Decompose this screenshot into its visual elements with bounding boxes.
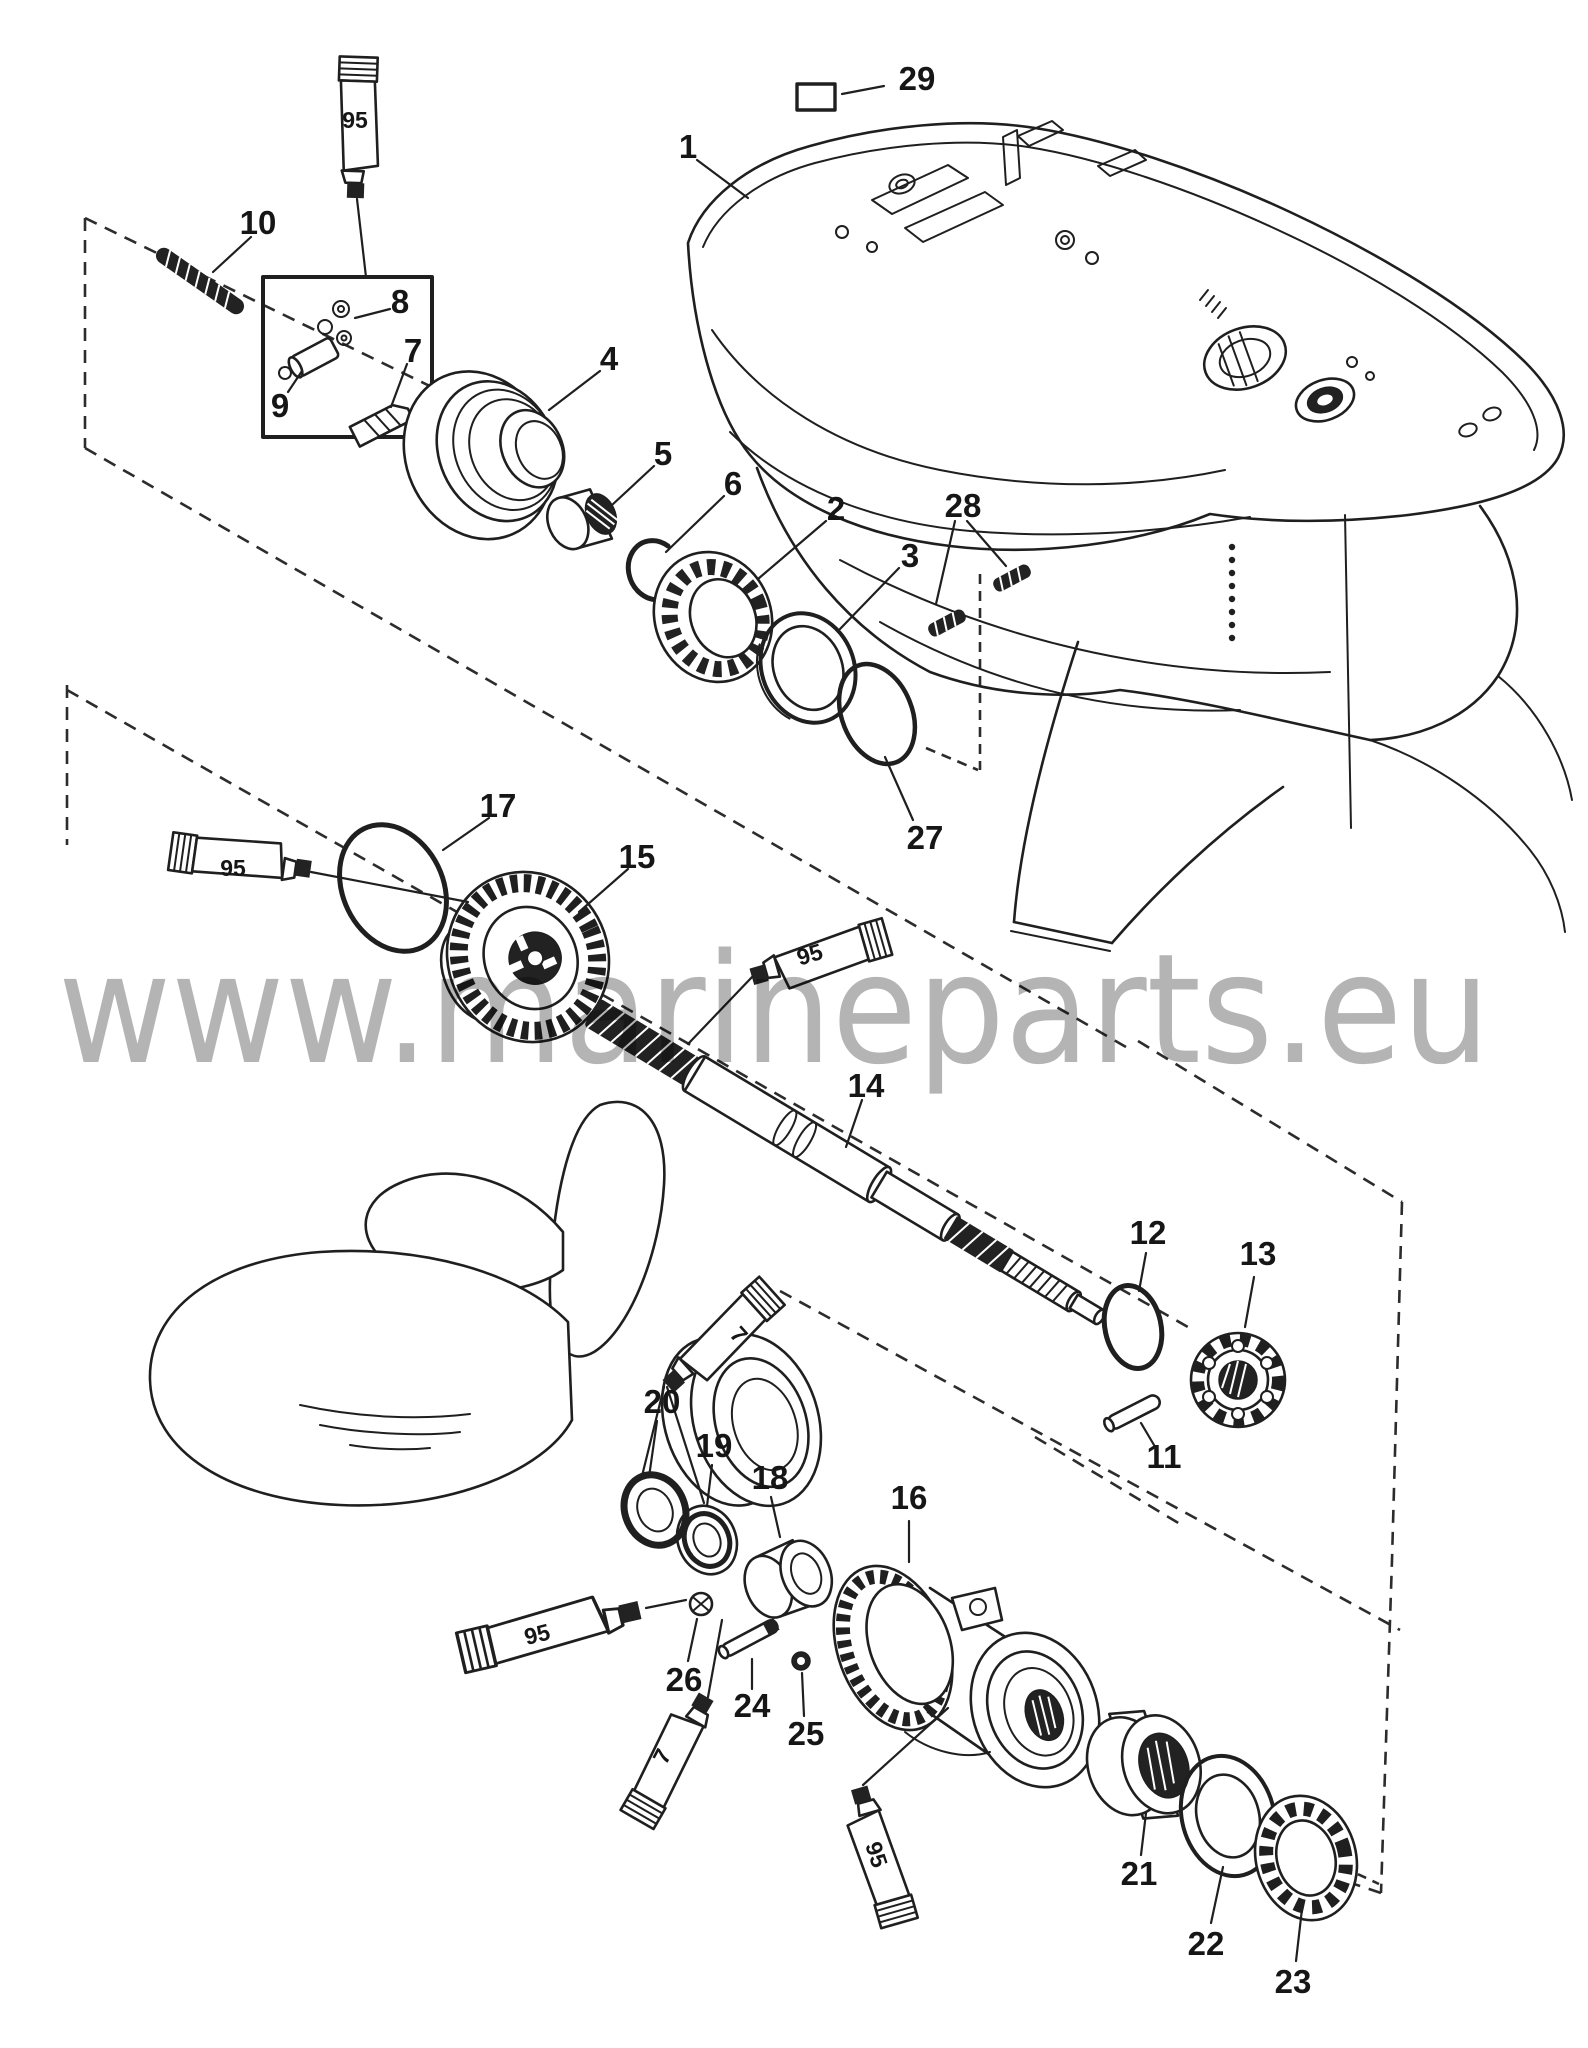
- callout-21: 21: [1121, 1855, 1158, 1892]
- callout-24: 24: [734, 1687, 771, 1724]
- callout-6: 6: [724, 465, 742, 502]
- tube-95-lower-left-label: 95: [522, 1618, 553, 1649]
- part-13-bearing: [1189, 1331, 1287, 1429]
- callout-numbers: 1 29 10 8 7 9 4 5 6 2 3 28 27 17 15 14 1…: [240, 60, 1312, 2000]
- housing-dot-column: [1228, 543, 1236, 642]
- part-3-oil-seal: [755, 611, 858, 725]
- part-8-check-balls: [317, 300, 352, 346]
- part-27-o-ring: [836, 661, 918, 767]
- callout-26: 26: [666, 1661, 703, 1698]
- watermark-text: www.marineparts.eu: [58, 921, 1490, 1098]
- part-16-bearing-carrier-assembly: [832, 1564, 1101, 1789]
- propeller: [148, 1100, 823, 1508]
- lubricant-tube-95-lower-left: [454, 1595, 642, 1675]
- callout-7: 7: [404, 332, 422, 369]
- part-25-nut: [791, 1651, 811, 1671]
- tube-95-top-label: 95: [342, 107, 368, 133]
- part-29-gasket: [795, 82, 837, 112]
- callout-25: 25: [788, 1715, 825, 1752]
- part-5-sleeve: [546, 488, 619, 551]
- part-18-bushing: [743, 1538, 834, 1619]
- part-10-screw: [155, 247, 245, 315]
- part-17-o-ring: [337, 822, 449, 954]
- tube-95-left-label: 95: [220, 855, 246, 881]
- callout-23: 23: [1275, 1963, 1312, 2000]
- part-9-valve: [277, 337, 340, 380]
- callout-20: 20: [644, 1383, 681, 1420]
- callout-9: 9: [271, 387, 289, 424]
- callout-15: 15: [619, 838, 656, 875]
- callout-29: 29: [899, 60, 936, 97]
- part-4-bearing-carrier: [402, 370, 566, 541]
- part-15-forward-gear: [439, 870, 611, 1044]
- part-22-thrust-washer: [1178, 1753, 1278, 1879]
- callout-22: 22: [1188, 1925, 1225, 1962]
- part-14-propeller-shaft: [585, 999, 1107, 1326]
- part-28-roll-pins: [928, 564, 1031, 637]
- callout-3: 3: [901, 537, 919, 574]
- callout-1: 1: [679, 128, 697, 165]
- callout-4: 4: [600, 340, 619, 377]
- part-19-oil-seal: [675, 1504, 739, 1576]
- callout-2: 2: [827, 490, 845, 527]
- part-26-screw: [688, 1591, 714, 1617]
- gear-housing-part-1: [686, 120, 1573, 952]
- callout-27: 27: [907, 819, 944, 856]
- part-21-needle-bearing: [1085, 1709, 1203, 1820]
- callout-16: 16: [891, 1479, 928, 1516]
- callout-10: 10: [240, 204, 277, 241]
- callout-19: 19: [696, 1427, 733, 1464]
- lubricant-tube-95-top: [337, 55, 380, 199]
- callout-13: 13: [1240, 1235, 1277, 1272]
- callout-8: 8: [391, 283, 409, 320]
- part-24-pin: [717, 1618, 780, 1660]
- part-2-tapered-roller-bearing: [652, 550, 774, 684]
- lubricant-tube-95-bottom: [846, 1785, 920, 1930]
- callout-5: 5: [654, 435, 672, 472]
- lubricant-tube-95-left: [166, 831, 312, 882]
- callout-leader-lines: [211, 84, 1304, 1963]
- callout-18: 18: [752, 1459, 789, 1496]
- callout-17: 17: [480, 787, 517, 824]
- part-23-thrust-bearing: [1253, 1794, 1359, 1922]
- callout-28: 28: [945, 487, 982, 524]
- callout-11: 11: [1147, 1438, 1182, 1475]
- lubricant-tube-95-middle: [749, 916, 894, 990]
- sealant-tube-7-upper: [662, 1275, 786, 1393]
- part-12-o-ring: [1101, 1283, 1165, 1371]
- callout-12: 12: [1130, 1214, 1167, 1251]
- part-11-pin: [1102, 1394, 1162, 1433]
- callout-14: 14: [848, 1067, 885, 1104]
